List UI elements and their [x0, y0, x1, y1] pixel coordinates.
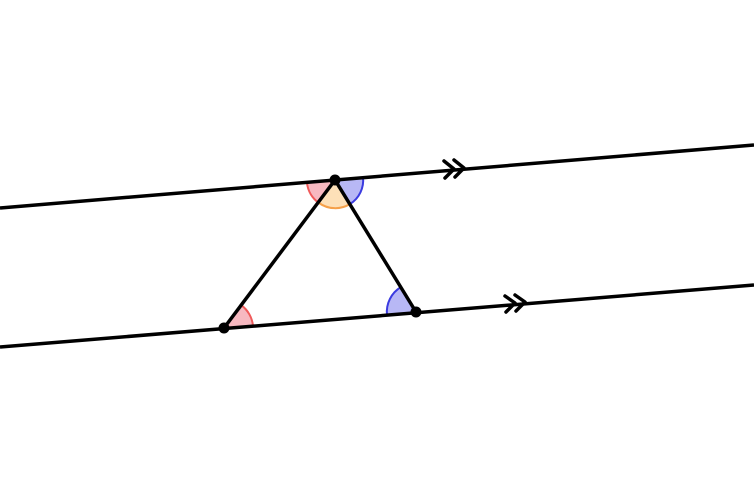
angle-top-middle-orange [319, 180, 350, 209]
angle-top-right-blue-arc [349, 176, 365, 205]
angle-top-middle-orange-arc [318, 202, 351, 210]
upper-parallel-marker-icon [442, 158, 466, 180]
triangle-left-side [222, 178, 337, 330]
vertex-bottom-right [410, 306, 422, 318]
lower-parallel-line [0, 283, 754, 349]
vertex-top [329, 174, 341, 186]
upper-parallel-line [0, 143, 754, 210]
angle-bottom-left-red [224, 305, 253, 328]
triangle-right-side [333, 179, 418, 313]
vertex-bottom-left [218, 322, 230, 334]
angle-bottom-right-blue-arc [385, 286, 402, 316]
angle-top-right-blue [335, 177, 364, 204]
lower-parallel-marker-icon [503, 293, 527, 314]
